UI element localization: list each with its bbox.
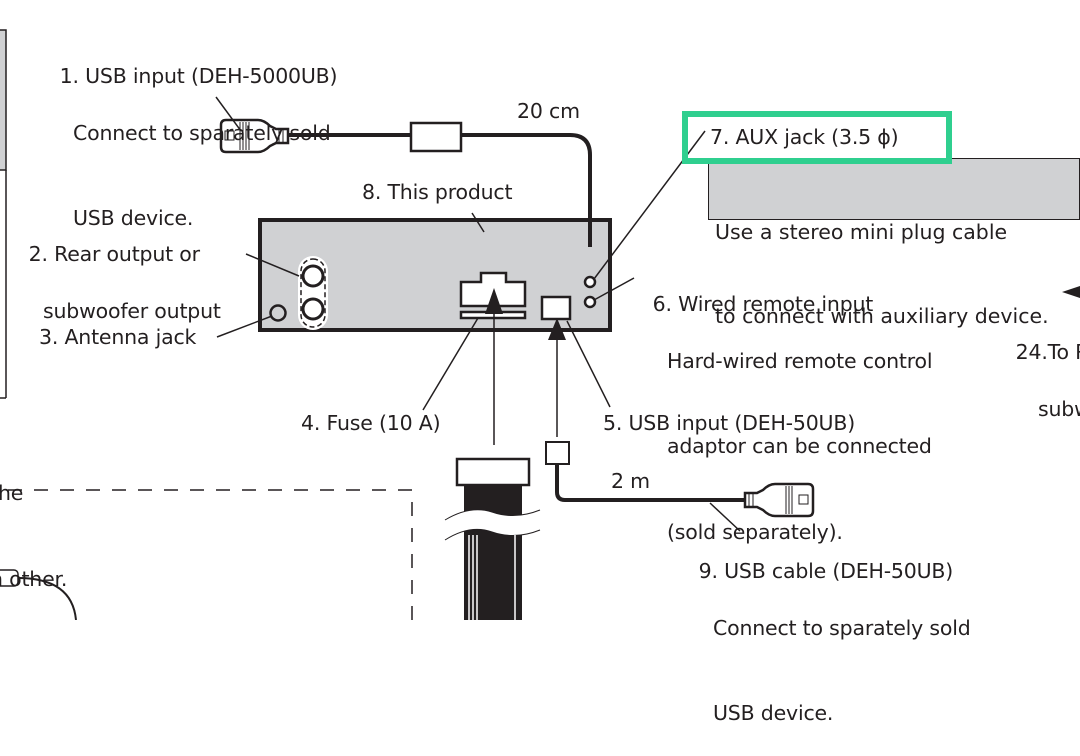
usb-cable-2m bbox=[545, 441, 815, 518]
label-line: USB device. bbox=[73, 206, 194, 230]
arrow-head bbox=[1062, 286, 1080, 298]
label-fuse: 4. Fuse (10 A) bbox=[301, 411, 441, 435]
dimension-20cm: 20 cm bbox=[517, 99, 580, 123]
label-aux-jack: 7. AUX jack (3.5 ϕ) bbox=[710, 125, 899, 149]
label-partial-left: he n other. bbox=[0, 422, 67, 622]
label-line: subw bbox=[1038, 396, 1080, 421]
label-this-product: 8. This product bbox=[362, 180, 513, 204]
note-line: to connect with auxiliary device. bbox=[715, 304, 1049, 328]
label-rear-sub: 24.To R subw bbox=[1003, 309, 1080, 452]
usb-connector-icon bbox=[219, 118, 290, 154]
connection-diagram bbox=[0, 29, 1080, 620]
label-usb-input-50: 5. USB input (DEH-50UB) bbox=[603, 411, 856, 435]
label-line: Connect to sparately sold bbox=[713, 615, 971, 640]
label-wired-remote: 6. Wired remote input Hard-wired remote … bbox=[640, 261, 933, 575]
label-antenna-jack: 3. Antenna jack bbox=[39, 325, 197, 349]
label-line: he bbox=[0, 481, 24, 505]
label-usb-cable: 9. USB cable (DEH-50UB) Connect to spara… bbox=[686, 528, 971, 756]
note-line: Use a stereo mini plug cable bbox=[715, 220, 1008, 244]
power-connector bbox=[459, 271, 527, 320]
wired-remote-jack bbox=[583, 295, 597, 309]
label-usb-input-5000: 1. USB input (DEH-5000UB) Connect to spa… bbox=[47, 33, 338, 261]
wire-harness bbox=[444, 457, 541, 620]
label-rear-output: 2. Rear output or subwoofer output bbox=[16, 211, 221, 354]
label-title: 24.To R bbox=[1015, 339, 1080, 364]
arrow-head bbox=[485, 288, 503, 314]
label-line: n other. bbox=[0, 566, 68, 591]
aux-jack-highlight bbox=[682, 111, 952, 164]
label-title: 6. Wired remote input bbox=[652, 291, 874, 316]
antenna-jack bbox=[269, 304, 287, 322]
label-line: subwoofer output bbox=[43, 298, 221, 323]
label-line: (sold separately). bbox=[667, 519, 843, 544]
dashed-region bbox=[8, 489, 413, 620]
dimension-2m: 2 m bbox=[611, 469, 650, 493]
partial-cable bbox=[0, 569, 77, 620]
usb-cable-20cm bbox=[287, 121, 592, 247]
label-line: Connect to sparately sold bbox=[73, 120, 331, 145]
arrow-head bbox=[548, 318, 566, 340]
label-line: USB device. bbox=[713, 701, 834, 725]
aux-jack-note: Use a stereo mini plug cable to connect … bbox=[708, 158, 1080, 328]
rear-output-jacks bbox=[298, 256, 328, 330]
label-title: 9. USB cable (DEH-50UB) bbox=[698, 558, 954, 583]
usb-port bbox=[540, 295, 572, 321]
label-title: 2. Rear output or bbox=[28, 241, 200, 266]
left-partial-panel bbox=[0, 29, 7, 399]
label-line: Hard-wired remote control bbox=[667, 348, 933, 373]
label-title: 1. USB input (DEH-5000UB) bbox=[59, 63, 338, 88]
label-line: adaptor can be connected bbox=[667, 434, 932, 458]
aux-jack bbox=[583, 275, 597, 289]
